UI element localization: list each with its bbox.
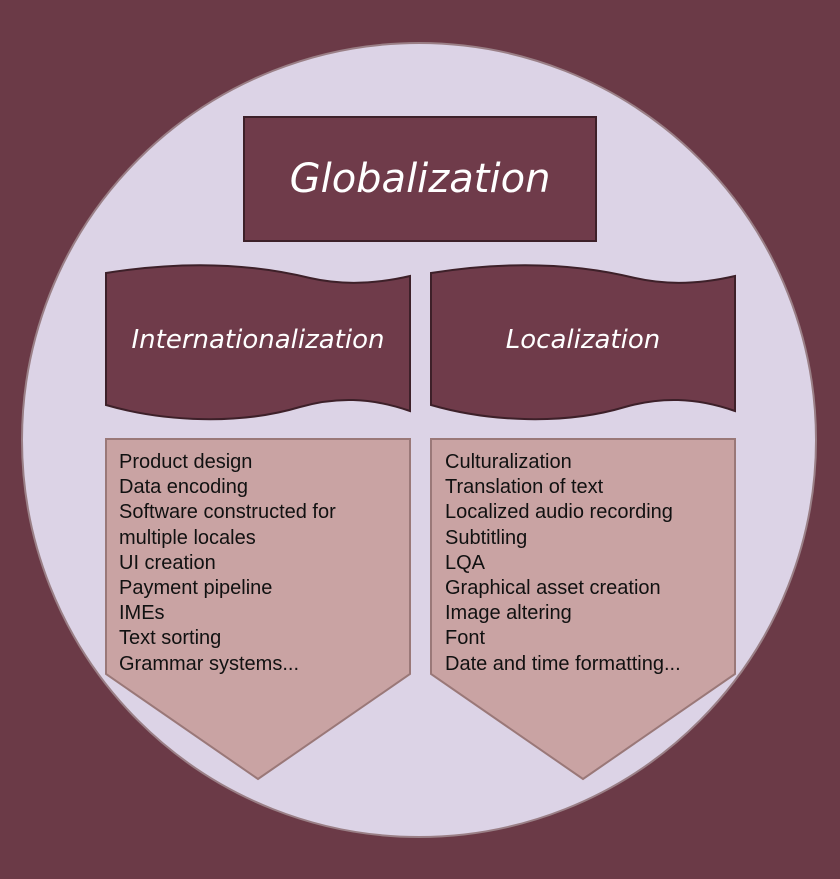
localization-heading: Localization — [505, 325, 661, 355]
internationalization-heading: Internationalization — [131, 325, 385, 355]
localization-banner — [430, 264, 736, 421]
list-item: IMEs — [119, 602, 165, 625]
list-item: Translation of text — [445, 476, 604, 499]
list-item: Subtitling — [445, 526, 528, 549]
list-item: Text sorting — [119, 627, 222, 650]
list-item: Date and time formatting... — [445, 652, 681, 675]
list-item: Culturalization — [445, 451, 572, 473]
list-item: Product design — [119, 451, 253, 473]
list-item: LQA — [445, 551, 486, 574]
list-item: Payment pipeline — [119, 577, 273, 600]
list-item: Software constructed for — [119, 501, 336, 524]
list-item: Graphical asset creation — [445, 577, 661, 600]
localization-list: Culturalization Translation of text Loca… — [445, 450, 730, 677]
list-item: Font — [445, 627, 486, 650]
internationalization-list: Product design Data encoding Software co… — [119, 450, 399, 677]
internationalization-panel — [105, 438, 411, 781]
list-item: Grammar systems... — [119, 652, 300, 675]
list-item: Localized audio recording — [445, 501, 673, 524]
globalization-title-box: Globalization — [243, 116, 597, 242]
list-item: UI creation — [119, 551, 216, 574]
list-item: Image altering — [445, 602, 572, 625]
list-item: multiple locales — [119, 526, 256, 549]
globalization-title: Globalization — [289, 156, 551, 202]
localization-panel — [430, 438, 736, 781]
internationalization-banner — [105, 264, 411, 421]
list-item: Data encoding — [119, 476, 248, 499]
